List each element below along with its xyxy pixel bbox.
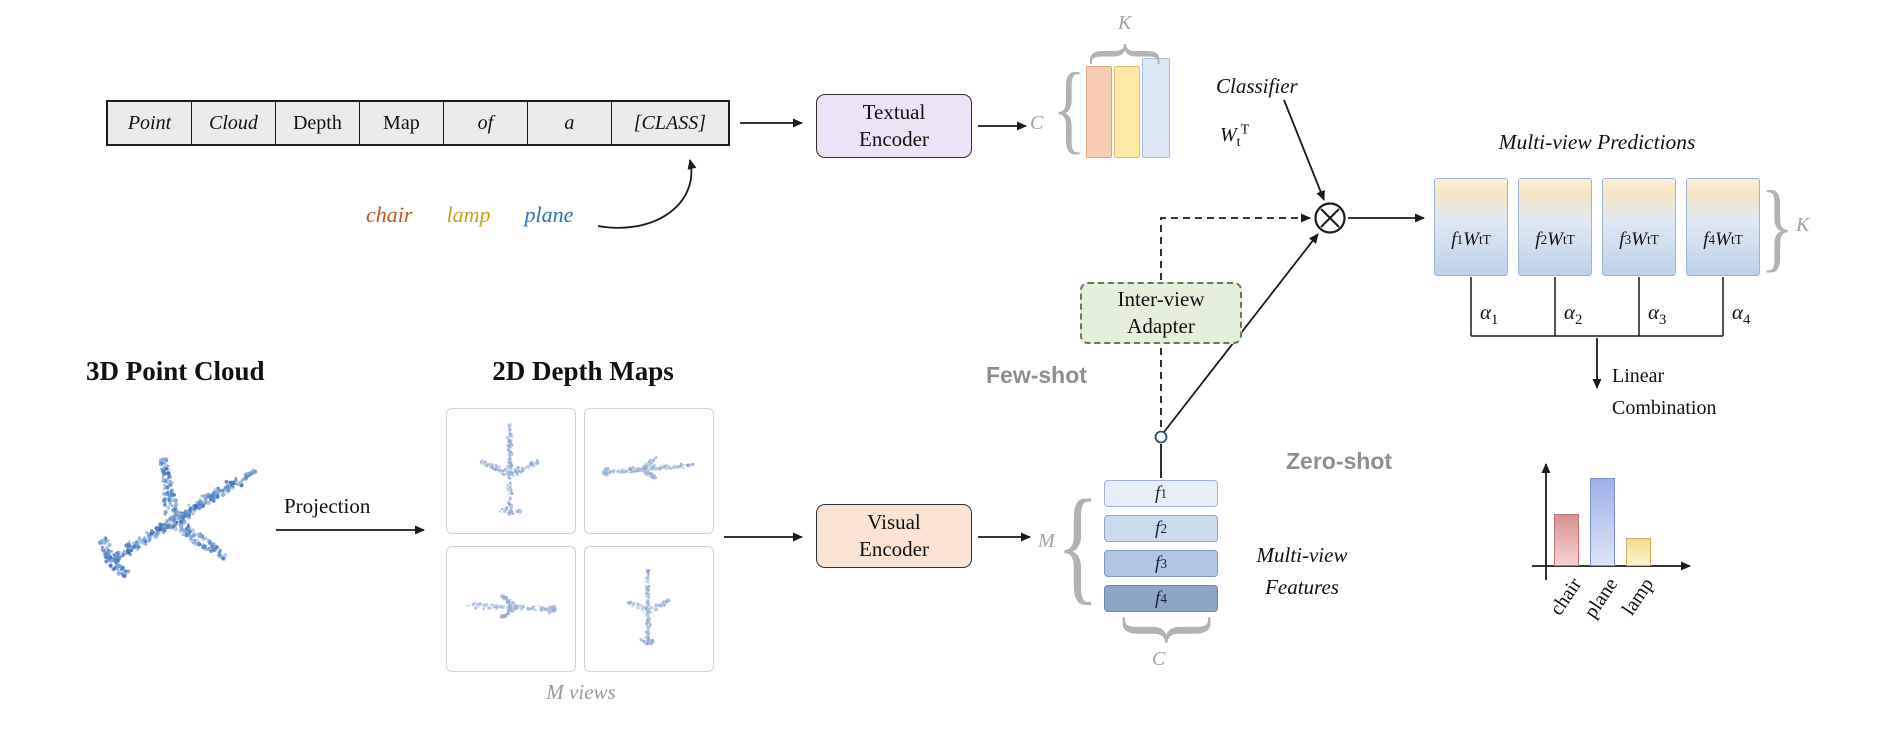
m-left-brace-glyph: { [1056,474,1100,616]
arrow-classifier-to-otimes [1283,99,1325,201]
k-top-letter: K [1118,12,1132,34]
k-right-brace: } [1760,174,1794,278]
multiview-features-label: Multi-view Features [1244,540,1360,603]
wt-label: WtT [1220,122,1250,150]
alpha-4: α4 [1732,300,1751,329]
chart-bar-plane [1590,478,1615,566]
c-bottom-brace-glyph: { [1101,609,1219,651]
prompt-cell: Point [127,111,172,134]
c-left-letter: C [1030,112,1044,134]
point-cloud-scatter [97,457,258,579]
depth-map-tile [446,408,576,534]
classifier-bar-blue [1142,58,1170,158]
solid-arrows [276,99,1602,542]
adapter-line1: Inter-view [1117,287,1205,312]
prompt-cell: [CLASS] [610,102,728,144]
visual-encoder-line2: Encoder [859,537,929,561]
textual-encoder-line2: Encoder [859,127,929,151]
heading-pointcloud: 3D Point Cloud [86,356,265,386]
m-left-brace: { [1056,478,1099,612]
few-shot-label: Few-shot [986,362,1087,388]
k-top-brace-glyph: { [1081,37,1175,71]
chart-bar-chair [1554,514,1579,566]
arrow-classword-to-class-cell [597,159,697,229]
zero-shot-label: Zero-shot [1286,448,1393,474]
switch-pivot [1154,430,1168,444]
prompt-cell: of [442,102,527,144]
classifier-bar-yellow [1114,66,1140,158]
class-word-chair: chair [366,202,413,227]
depth-map-scatter [479,422,540,516]
otimes-operator-icon [1314,202,1346,234]
mv-features-line2: Features [1265,574,1339,599]
result-chart-axes [1532,463,1691,580]
adapter-line2: Adapter [1127,314,1195,338]
heading-depthmaps: 2D Depth Maps [492,356,674,386]
visual-encoder: Visual Encoder [816,504,972,568]
textual-encoder: Textual Encoder [816,94,972,158]
classifier-label: Classifier [1216,74,1298,98]
switch [1154,233,1319,478]
depth-map-scatter [466,594,557,619]
k-top-brace: { [1081,37,1175,71]
class-words: chair lamp plane [366,202,573,228]
depth-grid [446,408,714,672]
alpha-3: α3 [1648,300,1667,329]
classifier-bar-orange [1086,66,1112,158]
dashed-adapter-to-otimes [1160,213,1311,280]
predictions-title: Multi-view Predictions [1498,130,1696,154]
prompt-cell: Depth [274,102,359,144]
linear-combination-label: Linear Combination [1612,360,1716,424]
m-views-caption: M views [546,680,616,704]
depth-map-scatter [601,456,695,481]
alpha-bracket [1470,277,1724,337]
prompt-cell: a [526,102,611,144]
k-right-brace-glyph: } [1760,170,1794,281]
textual-encoder-line1: Textual [862,100,926,125]
c-bottom-letter: C [1152,648,1166,670]
chart-bar-lamp [1626,538,1651,566]
depth-map-scatter [626,568,671,646]
projection-label: Projection [284,494,371,518]
dashed-fewshot-path [1160,213,1311,427]
k-right-letter: K [1796,214,1810,236]
linear-line1: Linear [1612,365,1665,387]
depth-map-tile [584,408,714,534]
adapter-box: Inter-view Adapter [1080,282,1242,344]
depth-map-tile [446,546,576,672]
visual-encoder-line1: Visual [867,510,921,535]
m-left-letter: M [1038,530,1055,552]
c-bottom-brace: { [1101,609,1219,651]
linear-line2: Combination [1612,397,1717,419]
mv-features-line1: Multi-view [1256,543,1348,567]
prompt-cell: Map [358,102,443,144]
prompt-cell: Cloud [190,102,275,144]
class-word-lamp: lamp [446,202,491,227]
c-left-brace: { [1052,52,1086,163]
alpha-2: α2 [1564,300,1583,329]
depth-map-tile [584,546,714,672]
alpha-1: α1 [1480,300,1499,329]
c-left-brace-glyph: { [1052,52,1086,163]
class-word-plane: plane [524,202,574,227]
